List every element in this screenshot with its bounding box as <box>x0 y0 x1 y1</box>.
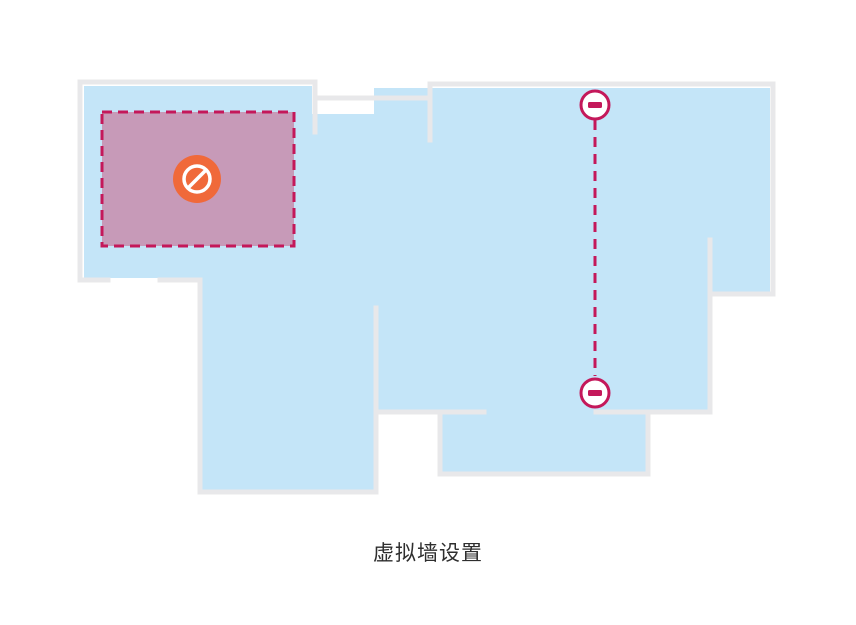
room-bottom-left <box>200 278 374 490</box>
room-main <box>374 88 770 292</box>
caption-title: 虚拟墙设置 <box>373 541 483 565</box>
floor-area <box>84 86 770 490</box>
minus-icon <box>588 390 602 396</box>
no-go-zone[interactable] <box>100 110 296 248</box>
minus-icon <box>588 102 602 108</box>
prohibited-icon[interactable] <box>173 155 221 203</box>
room-main-lower <box>374 292 708 410</box>
remove-handle-top[interactable] <box>579 89 611 121</box>
walls <box>77 79 776 495</box>
remove-handle-bottom[interactable] <box>579 377 611 409</box>
room-bottom-middle <box>442 410 646 472</box>
virtual-wall[interactable] <box>579 89 611 409</box>
